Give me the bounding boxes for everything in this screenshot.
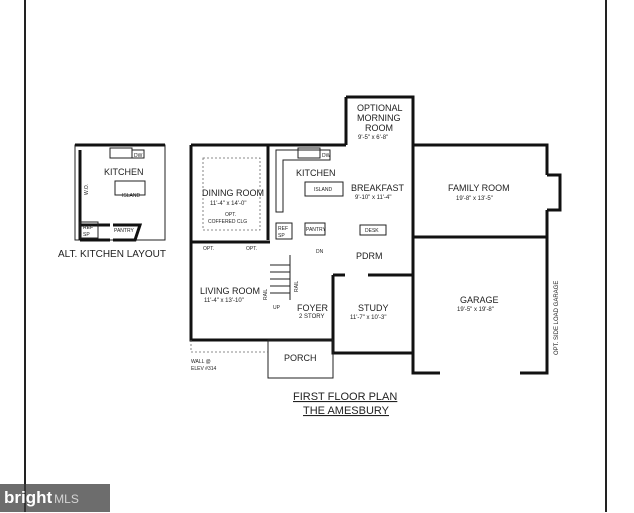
dn-label: DN (316, 249, 324, 255)
breakfast-label: BREAKFAST (351, 183, 405, 193)
watermark-suffix: MLS (54, 492, 79, 506)
family-label: FAMILY ROOM (448, 183, 510, 193)
pantry-label: PANTRY (306, 227, 326, 233)
alt-ref-label: REF (83, 225, 93, 231)
breakfast-dim: 9'-10" x 11'-4" (355, 195, 391, 201)
opt-label: OPT. (246, 246, 257, 252)
dining-note-2: COFFERED CLG (208, 219, 247, 225)
family-dim: 19'-8" x 13'-5" (456, 196, 493, 202)
wall-note-1: WALL @ (191, 359, 211, 365)
up-label: UP (273, 305, 281, 311)
ref-label: REF (278, 226, 288, 232)
dw-label: DW (322, 153, 331, 159)
alt-kitchen-title: ALT. KITCHEN LAYOUT (58, 249, 166, 260)
plan-title: FIRST FLOOR PLAN (293, 391, 397, 403)
main-plan (189, 95, 562, 379)
study-label: STUDY (358, 303, 389, 313)
opt-label: OPT. (203, 246, 214, 252)
alt-dw-label: DW (134, 153, 143, 159)
morning-label-3: ROOM (365, 123, 393, 133)
watermark-brand: bright (4, 488, 53, 507)
dining-label: DINING ROOM (202, 188, 264, 198)
alt-wo-label: W.O. (84, 184, 90, 195)
pdrm-label: PDRM (356, 251, 383, 261)
morning-dim: 9'-5" x 6'-8" (358, 135, 388, 141)
dining-note-1: OPT. (225, 212, 236, 218)
rail-label: RAIL (294, 281, 300, 292)
morning-label-1: OPTIONAL (357, 103, 403, 113)
desk-label: DESK (365, 228, 379, 234)
alt-sp-label: SP (83, 232, 90, 238)
living-label: LIVING ROOM (200, 286, 260, 296)
room-labels: OPTIONAL MORNING ROOM 9'-5" x 6'-8" DINI… (191, 103, 560, 417)
garage-label: GARAGE (460, 295, 499, 305)
morning-label-2: MORNING (357, 113, 401, 123)
plan-subtitle: THE AMESBURY (303, 405, 390, 417)
alt-island-label: ISLAND (122, 193, 140, 199)
alt-kitchen-label: KITCHEN (104, 167, 144, 177)
sp-label: SP (278, 233, 285, 239)
study-dim: 11'-7" x 10'-3" (350, 315, 386, 321)
wall-note-2: ELEV #314 (191, 366, 217, 372)
alt-pantry-label: PANTRY (114, 228, 134, 234)
porch-label: PORCH (284, 353, 317, 363)
foyer-label: FOYER (297, 303, 329, 313)
dining-dim: 11'-4" x 14'-0" (210, 201, 246, 207)
alt-kitchen: KITCHEN ISLAND DW W.O. REF SP PANTRY ALT… (58, 143, 166, 260)
foyer-dim: 2 STORY (299, 314, 324, 320)
island-label: ISLAND (314, 187, 332, 193)
living-dim: 11'-4" x 13'-10" (204, 298, 244, 304)
garage-dim: 19'-5" x 19'-8" (457, 307, 494, 313)
side-load-label: OPT. SIDE LOAD GARAGE (554, 281, 560, 355)
kitchen-label: KITCHEN (296, 168, 336, 178)
rail-label: RAIL (263, 289, 269, 300)
